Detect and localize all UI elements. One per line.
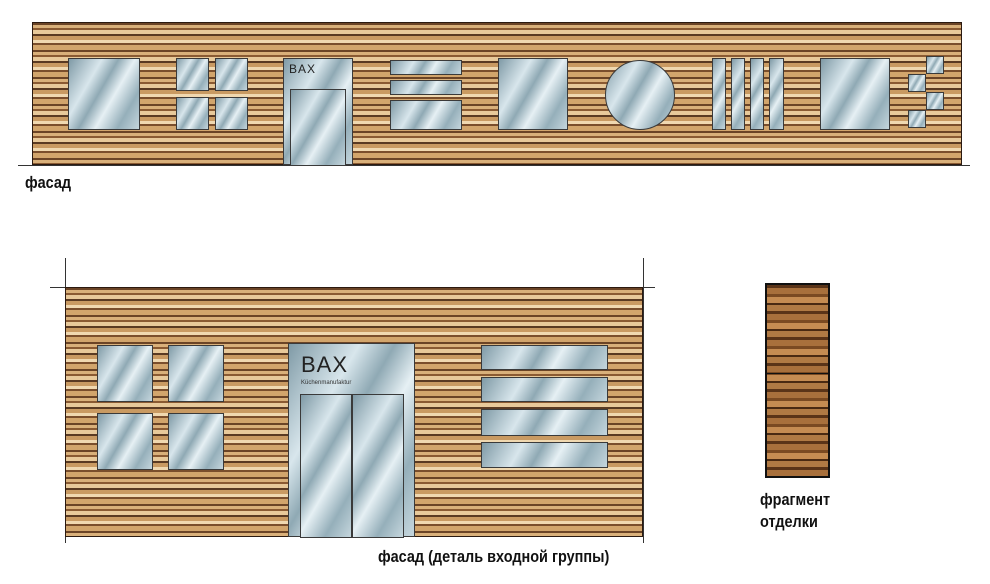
ground-line bbox=[18, 165, 970, 166]
window-pane bbox=[97, 345, 153, 402]
window-small bbox=[926, 56, 944, 74]
logo-subtitle: Küchenmanufaktur bbox=[301, 380, 352, 386]
window-pane bbox=[215, 58, 248, 91]
window-pane bbox=[176, 58, 209, 91]
logo-bax: BAX bbox=[289, 62, 317, 76]
window-strip bbox=[481, 345, 608, 370]
window-strip bbox=[481, 377, 608, 402]
guide-line-right bbox=[643, 258, 644, 543]
window-bar bbox=[769, 58, 784, 130]
facade-detail-label: фасад (деталь входной группы) bbox=[378, 547, 610, 566]
window-bar bbox=[712, 58, 726, 130]
window-pane bbox=[168, 413, 224, 470]
window-pane bbox=[176, 97, 209, 130]
window-strip bbox=[481, 442, 608, 468]
window-strip bbox=[390, 60, 462, 75]
facade-top-label: фасад bbox=[25, 173, 72, 192]
window-strip bbox=[481, 409, 608, 436]
window-strip bbox=[390, 100, 462, 130]
fragment-joint bbox=[767, 373, 828, 374]
entrance-door: BAX bbox=[283, 58, 353, 166]
facade-top-wall bbox=[32, 22, 962, 165]
window-square bbox=[498, 58, 568, 130]
window-pane bbox=[215, 97, 248, 130]
finish-fragment bbox=[765, 283, 830, 478]
door-leaf-right bbox=[352, 394, 404, 538]
window-bar bbox=[731, 58, 745, 130]
window-pane bbox=[168, 345, 224, 402]
window-bar bbox=[750, 58, 764, 130]
fragment-label-line1: фрагмент bbox=[760, 490, 831, 509]
window-square bbox=[68, 58, 140, 130]
window-small bbox=[908, 110, 926, 128]
window-strip bbox=[390, 80, 462, 95]
logo-bax: BAX bbox=[301, 352, 349, 377]
entrance-door: BAX Küchenmanufaktur bbox=[288, 343, 415, 538]
window-square bbox=[820, 58, 890, 130]
window-small bbox=[908, 74, 926, 92]
window-round bbox=[605, 60, 675, 130]
door-leaf-left bbox=[300, 394, 352, 538]
window-pane bbox=[97, 413, 153, 470]
window-small bbox=[926, 92, 944, 110]
door-leaves bbox=[290, 89, 346, 166]
fragment-label-line2: отделки bbox=[760, 512, 818, 531]
